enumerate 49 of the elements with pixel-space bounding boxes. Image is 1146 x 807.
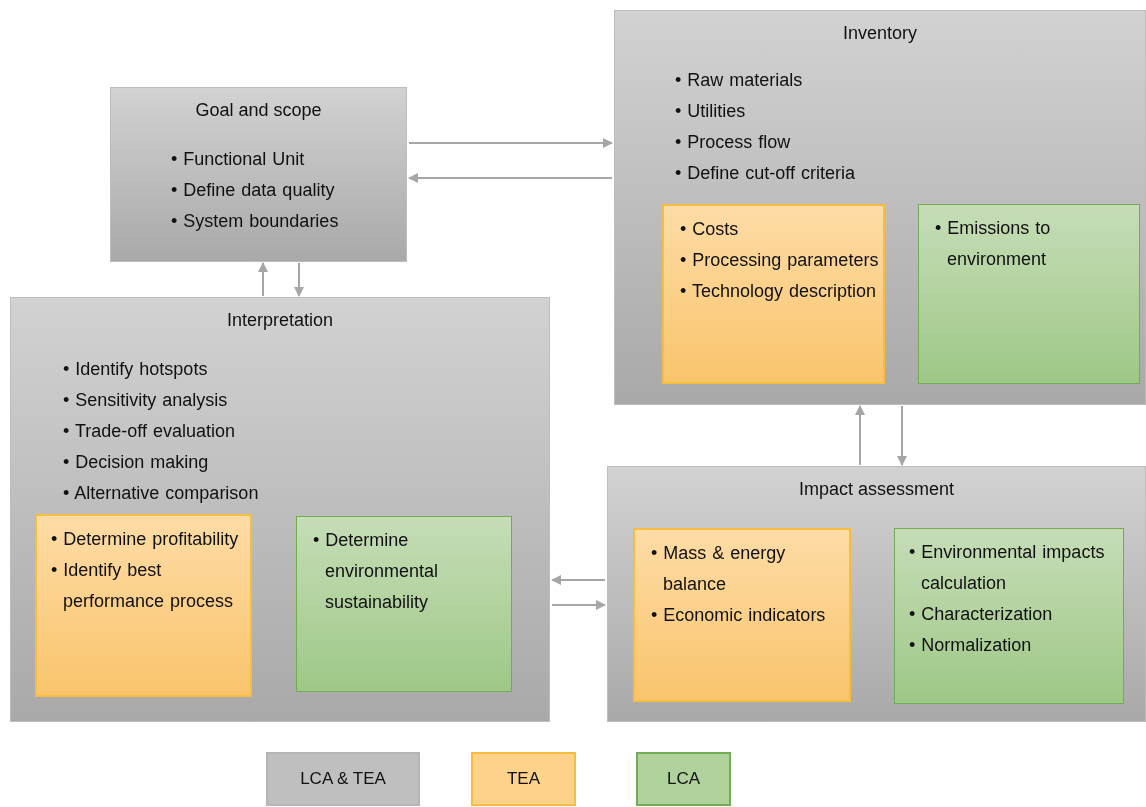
lca-box — [918, 204, 1140, 384]
arrow — [408, 138, 613, 148]
bullet-item: • Define cut-off criteria — [675, 162, 857, 185]
bullet-item: • Economic indicators — [651, 604, 827, 627]
box-heading: Interpretation — [226, 310, 334, 331]
bullet-item: • Normalization — [909, 634, 1033, 657]
bullet-item: • Characterization — [909, 603, 1054, 626]
arrow — [408, 173, 613, 183]
bullet-item: • Mass & energy balance — [651, 542, 787, 596]
bullet-item: • Determine environmental sustainability — [313, 529, 440, 614]
box-heading: Inventory — [842, 23, 917, 44]
legend-swatch: LCA & TEA — [266, 752, 420, 806]
process-box — [614, 10, 1146, 405]
arrow — [551, 575, 606, 585]
lca-box — [894, 528, 1124, 704]
arrow — [294, 262, 304, 297]
bullet-item: • Decision making — [63, 451, 210, 474]
lca-box — [296, 516, 512, 692]
bullet-item: • System boundaries — [171, 210, 340, 233]
bullet-item: • Utilities — [675, 100, 747, 123]
box-heading: Impact assessment — [798, 479, 955, 500]
legend-swatch: TEA — [471, 752, 576, 806]
bullet-item: • Environmental impacts calculation — [909, 541, 1106, 595]
tea-box — [662, 204, 885, 384]
bullet-item: • Process flow — [675, 131, 792, 154]
bullet-item: • Define data quality — [171, 179, 336, 202]
bullet-item: • Processing parameters — [680, 249, 880, 272]
tea-box — [35, 514, 252, 697]
bullet-item: • Costs — [680, 218, 740, 241]
bullet-item: • Raw materials — [675, 69, 804, 92]
bullet-item: • Alternative comparison — [63, 482, 260, 505]
arrow — [551, 600, 606, 610]
arrow — [855, 405, 865, 466]
process-box — [110, 87, 407, 262]
bullet-item: • Determine profitability — [51, 528, 240, 551]
tea-box — [633, 528, 851, 702]
bullet-item: • Identify best performance process — [51, 559, 235, 613]
bullet-item: • Trade-off evaluation — [63, 420, 237, 443]
legend-swatch: LCA — [636, 752, 731, 806]
bullet-item: • Identify hotspots — [63, 358, 209, 381]
box-heading: Goal and scope — [195, 100, 322, 121]
process-box — [10, 297, 550, 722]
bullet-item: • Technology description — [680, 280, 878, 303]
process-box — [607, 466, 1146, 722]
arrow — [897, 405, 907, 466]
bullet-item: • Sensitivity analysis — [63, 389, 229, 412]
bullet-item: • Emissions to environment — [935, 217, 1052, 271]
arrow — [258, 262, 268, 297]
bullet-item: • Functional Unit — [171, 148, 306, 171]
